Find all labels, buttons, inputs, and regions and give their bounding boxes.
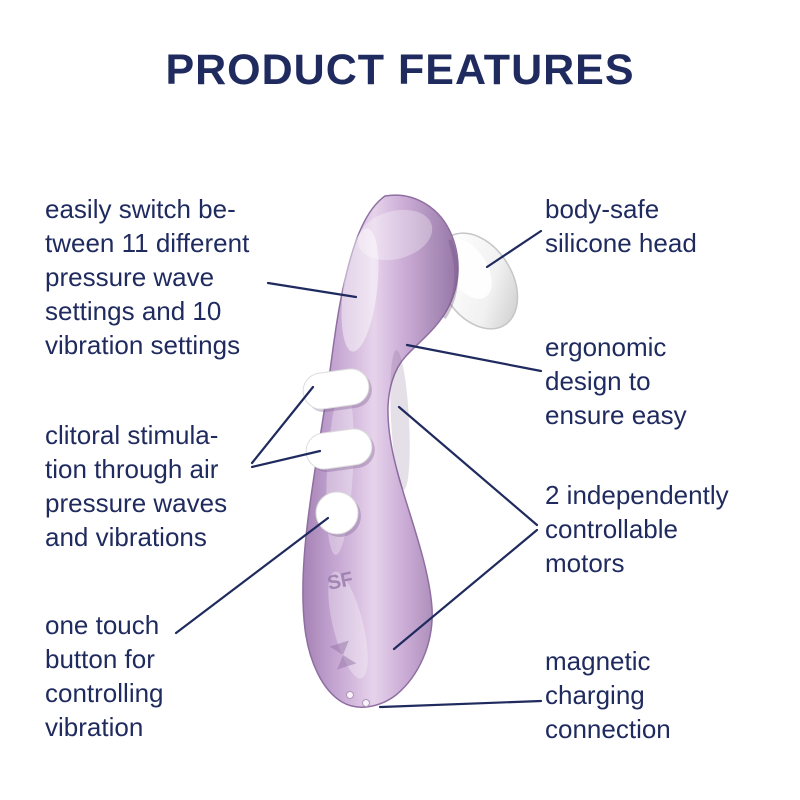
pressure-wave-button-lower — [305, 428, 375, 473]
callout-lines — [174, 229, 543, 709]
feature-label-clitoral-stimulation: clitoral stimula- tion through air press… — [45, 420, 228, 552]
button-face — [302, 368, 370, 410]
callout-line-charging — [378, 699, 543, 709]
cap-seam-shadow — [442, 239, 459, 320]
charging-contacts — [346, 691, 370, 707]
feature-label-magnetic-charging: magnetic charging connection — [545, 646, 671, 744]
callout-line-pressure-settings — [266, 281, 358, 299]
pressure-wave-button-upper — [302, 368, 372, 413]
charging-contact-dot — [346, 691, 354, 699]
vibration-button — [315, 491, 361, 537]
callout-line-motor-upper — [397, 405, 539, 527]
feature-label-pressure-wave-settings: easily switch be- tween 11 different pre… — [45, 194, 250, 360]
feature-label-silicone-head: body-safe silicone head — [545, 194, 697, 258]
callout-line-ergonomic — [405, 343, 543, 373]
callout-line-stimulation-lower — [250, 449, 322, 469]
lower-sheen — [328, 571, 368, 679]
upper-sheen — [341, 228, 379, 352]
callout-line-one-touch — [174, 516, 330, 635]
button-face — [315, 491, 359, 535]
callout-line-motor-lower — [392, 528, 539, 651]
charging-contact-dot — [362, 699, 370, 707]
brand-mark-sf: SF — [325, 568, 355, 595]
callout-line-stimulation-upper — [250, 385, 315, 465]
feature-label-independent-motors: 2 independently controllable motors — [545, 480, 729, 578]
page-title: PRODUCT FEATURES — [165, 46, 635, 94]
satisfyer-emblem-icon — [329, 640, 357, 670]
neck-shadow — [390, 350, 410, 490]
feature-label-ergonomic-design: ergonomic design to ensure easy — [545, 332, 687, 430]
feature-label-one-touch-button: one touch button for controlling vibrati… — [45, 610, 164, 742]
head-sheen — [357, 209, 433, 261]
callout-line-silicone-head — [485, 229, 543, 269]
